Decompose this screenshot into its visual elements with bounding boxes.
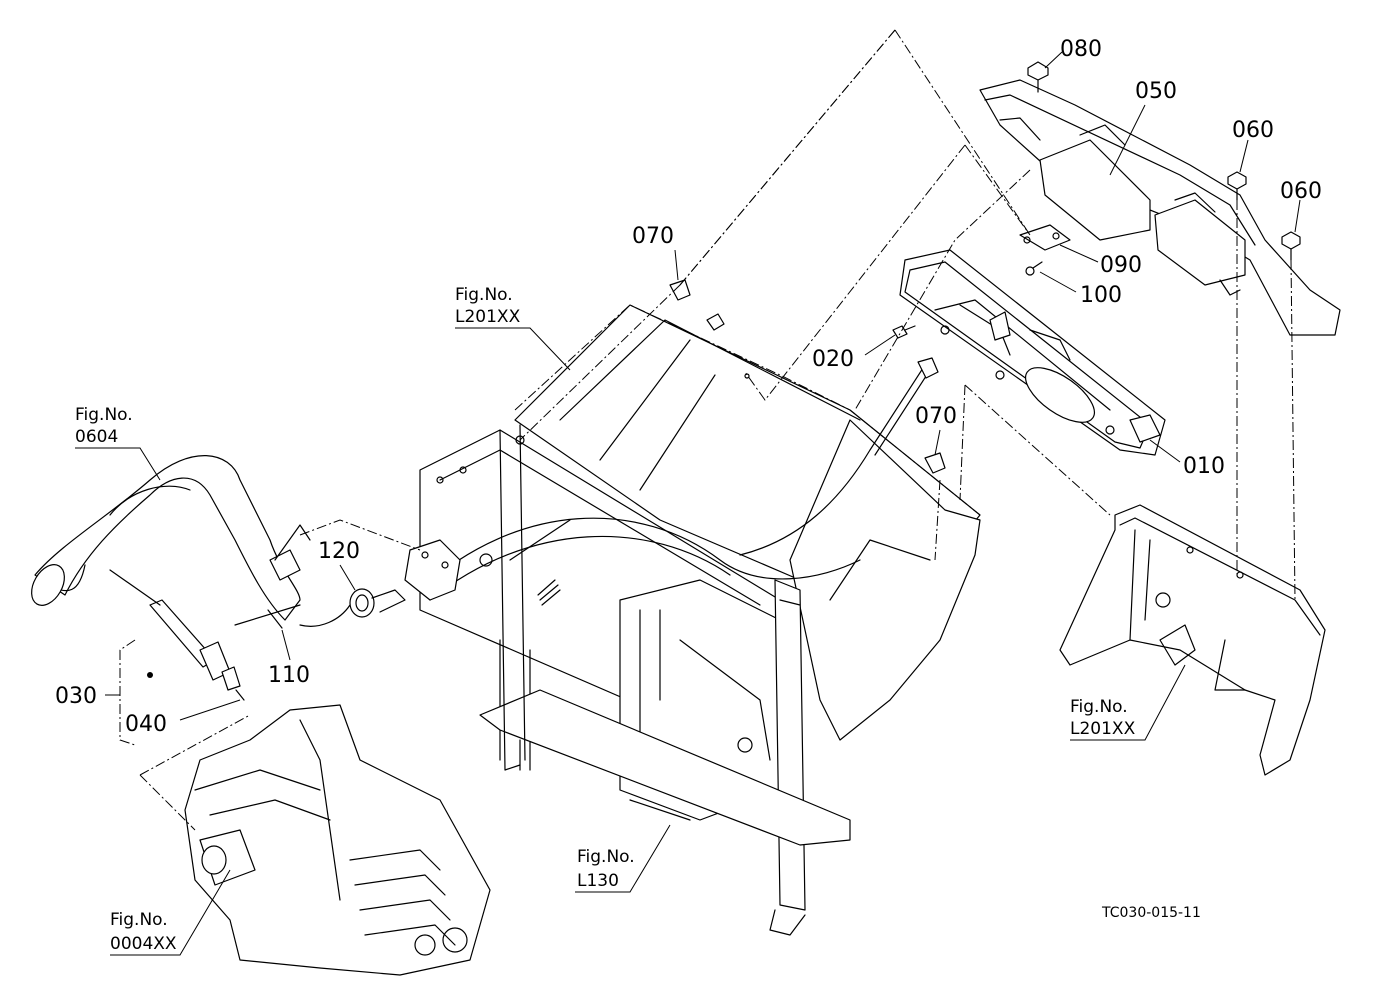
label-040: 040 <box>125 712 167 737</box>
label-070-top: 070 <box>632 224 674 249</box>
label-060-b: 060 <box>1280 179 1322 204</box>
screw-020 <box>892 325 916 339</box>
bolt-060-right <box>1281 231 1301 261</box>
grommet-120 <box>299 588 406 627</box>
figure-references: Fig.No. L201XX Fig.No. 0604 Fig.No. L201… <box>75 285 1136 954</box>
clip-070-top <box>669 279 691 301</box>
meter-cable <box>739 357 939 556</box>
figref-l201-top: L201XX <box>455 307 521 327</box>
sensor-030 <box>109 569 245 701</box>
label-080: 080 <box>1060 37 1102 62</box>
label-120: 120 <box>318 539 360 564</box>
bolt-060-left <box>1227 171 1247 201</box>
leader-lines <box>75 29 1301 956</box>
label-070-mid: 070 <box>915 404 957 429</box>
figref-l201-right-prefix: Fig.No. <box>1070 697 1128 717</box>
sensor-marker-dot <box>147 672 153 678</box>
label-010: 010 <box>1183 454 1225 479</box>
label-060-a: 060 <box>1232 118 1274 143</box>
screw-100 <box>1025 261 1043 276</box>
engine-block <box>184 704 491 976</box>
figref-0004-prefix: Fig.No. <box>110 910 168 930</box>
figref-l130: L130 <box>577 871 619 891</box>
clip-070-mid <box>924 452 946 474</box>
figref-0604: 0604 <box>75 427 118 447</box>
label-030: 030 <box>55 684 97 709</box>
figref-l201-top-prefix: Fig.No. <box>455 285 513 305</box>
radiator-hose <box>31 455 311 629</box>
meter-panel-010 <box>899 249 1166 456</box>
cover-050 <box>979 79 1341 336</box>
console-frame <box>404 304 981 936</box>
figref-0004: 0004XX <box>110 934 177 954</box>
label-020: 020 <box>812 347 854 372</box>
part-labels: 080 050 060 060 070 090 100 020 070 010 … <box>55 37 1322 737</box>
right-bracket <box>1059 504 1326 776</box>
label-100: 100 <box>1080 283 1122 308</box>
figref-0604-prefix: Fig.No. <box>75 405 133 425</box>
figref-l130-prefix: Fig.No. <box>577 847 635 867</box>
label-050: 050 <box>1135 79 1177 104</box>
label-090: 090 <box>1100 253 1142 278</box>
drawing-code: TC030-015-11 <box>1101 905 1201 921</box>
bolt-080 <box>1027 61 1049 93</box>
label-110: 110 <box>268 663 310 688</box>
figref-l201-right: L201XX <box>1070 719 1136 739</box>
